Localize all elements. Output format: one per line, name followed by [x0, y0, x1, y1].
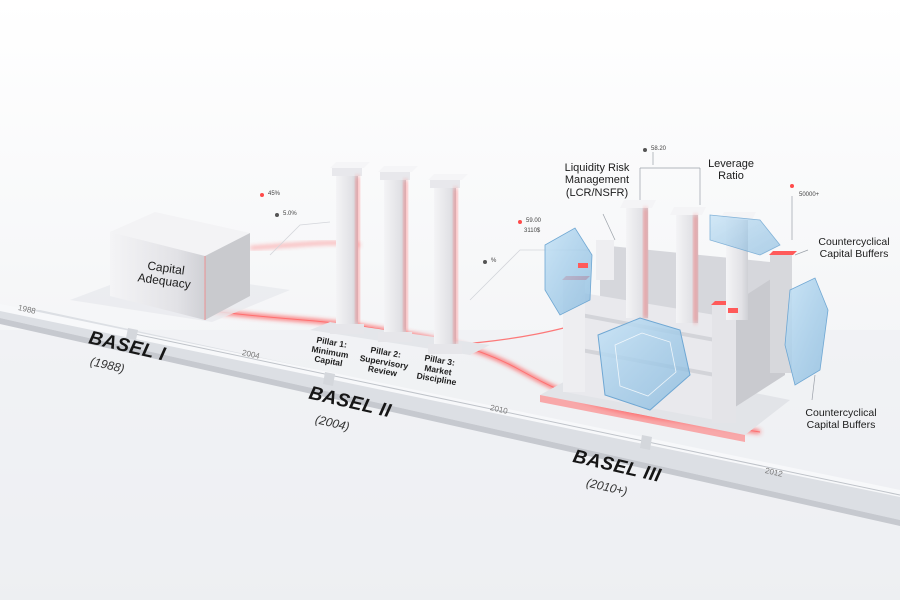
stat-percent: % — [491, 258, 497, 264]
stat-50000: 50000+ — [799, 192, 820, 198]
pillar-3 — [428, 174, 468, 354]
stat-dot — [275, 213, 279, 217]
stat-58-20: 58.20 — [651, 146, 667, 152]
stat-59: 59.00 — [526, 218, 542, 224]
countercyclical-buffers-top-label: Countercyclical Capital Buffers — [818, 236, 890, 260]
stat-45-percent: 45% — [268, 191, 281, 197]
basel3-fortress — [540, 200, 829, 442]
stat-dot — [643, 148, 647, 152]
stat-5-percent: 5.0% — [283, 211, 297, 217]
stat-dot — [518, 220, 522, 224]
countercyclical-buffers-bottom-label: Countercyclical Capital Buffers — [805, 407, 877, 431]
leverage-ratio-label: Leverage Ratio — [708, 158, 754, 183]
pillar-2 — [378, 166, 418, 342]
stat-dot — [483, 260, 487, 264]
leader-lines — [602, 152, 816, 401]
stat-dot — [260, 193, 264, 197]
capital-adequacy-block — [70, 212, 290, 322]
pillar-1 — [330, 162, 370, 334]
stat-3110: 3110$ — [524, 228, 541, 234]
liquidity-risk-label: Liquidity Risk Management (LCR/NSFR) — [564, 162, 630, 199]
stat-dot — [790, 184, 794, 188]
timeline-track — [0, 304, 900, 526]
